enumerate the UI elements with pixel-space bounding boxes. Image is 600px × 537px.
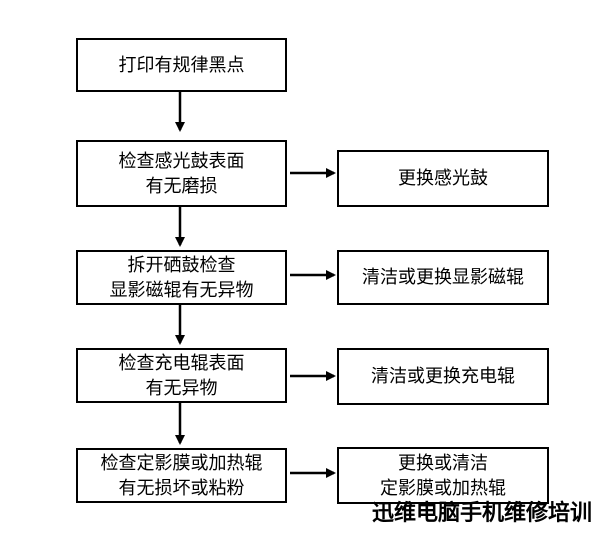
step-box-5: 检查定影膜或加热辊 有无损坏或粘粉 (76, 448, 287, 503)
step-5-line-1: 检查定影膜或加热辊 (100, 452, 263, 474)
step-1-line-1: 打印有规律黑点 (118, 54, 245, 76)
action-box-3: 清洁或更换充电辊 (337, 348, 549, 405)
watermark-text: 迅维电脑手机维修培训 (371, 501, 592, 526)
step-5-line-2: 有无损坏或粘粉 (118, 477, 245, 499)
step-3-line-2: 显影磁辊有无异物 (109, 279, 254, 301)
step-3-line-1: 拆开硒鼓检查 (127, 254, 236, 276)
step-box-1: 打印有规律黑点 (76, 38, 287, 92)
action-4-line-2: 定影膜或加热辊 (380, 477, 506, 499)
action-2-line-1: 清洁或更换显影磁辊 (362, 267, 524, 288)
action-box-1: 更换感光鼓 (337, 150, 549, 207)
action-box-4: 更换或清洁 定影膜或加热辊 (337, 447, 549, 504)
step-2-line-2: 有无磨损 (145, 175, 218, 197)
action-4-line-1: 更换或清洁 (398, 452, 488, 474)
step-box-3: 拆开硒鼓检查 显影磁辊有无异物 (76, 250, 287, 305)
step-box-2: 检查感光鼓表面 有无磨损 (76, 140, 287, 207)
step-4-line-1: 检查充电辊表面 (118, 352, 245, 374)
action-box-2: 清洁或更换显影磁辊 (337, 250, 549, 305)
action-1-line-1: 更换感光鼓 (398, 168, 488, 189)
step-box-4: 检查充电辊表面 有无异物 (76, 348, 287, 403)
step-2-line-1: 检查感光鼓表面 (118, 150, 245, 172)
step-4-line-2: 有无异物 (145, 377, 218, 399)
action-3-line-1: 清洁或更换充电辊 (371, 366, 515, 387)
